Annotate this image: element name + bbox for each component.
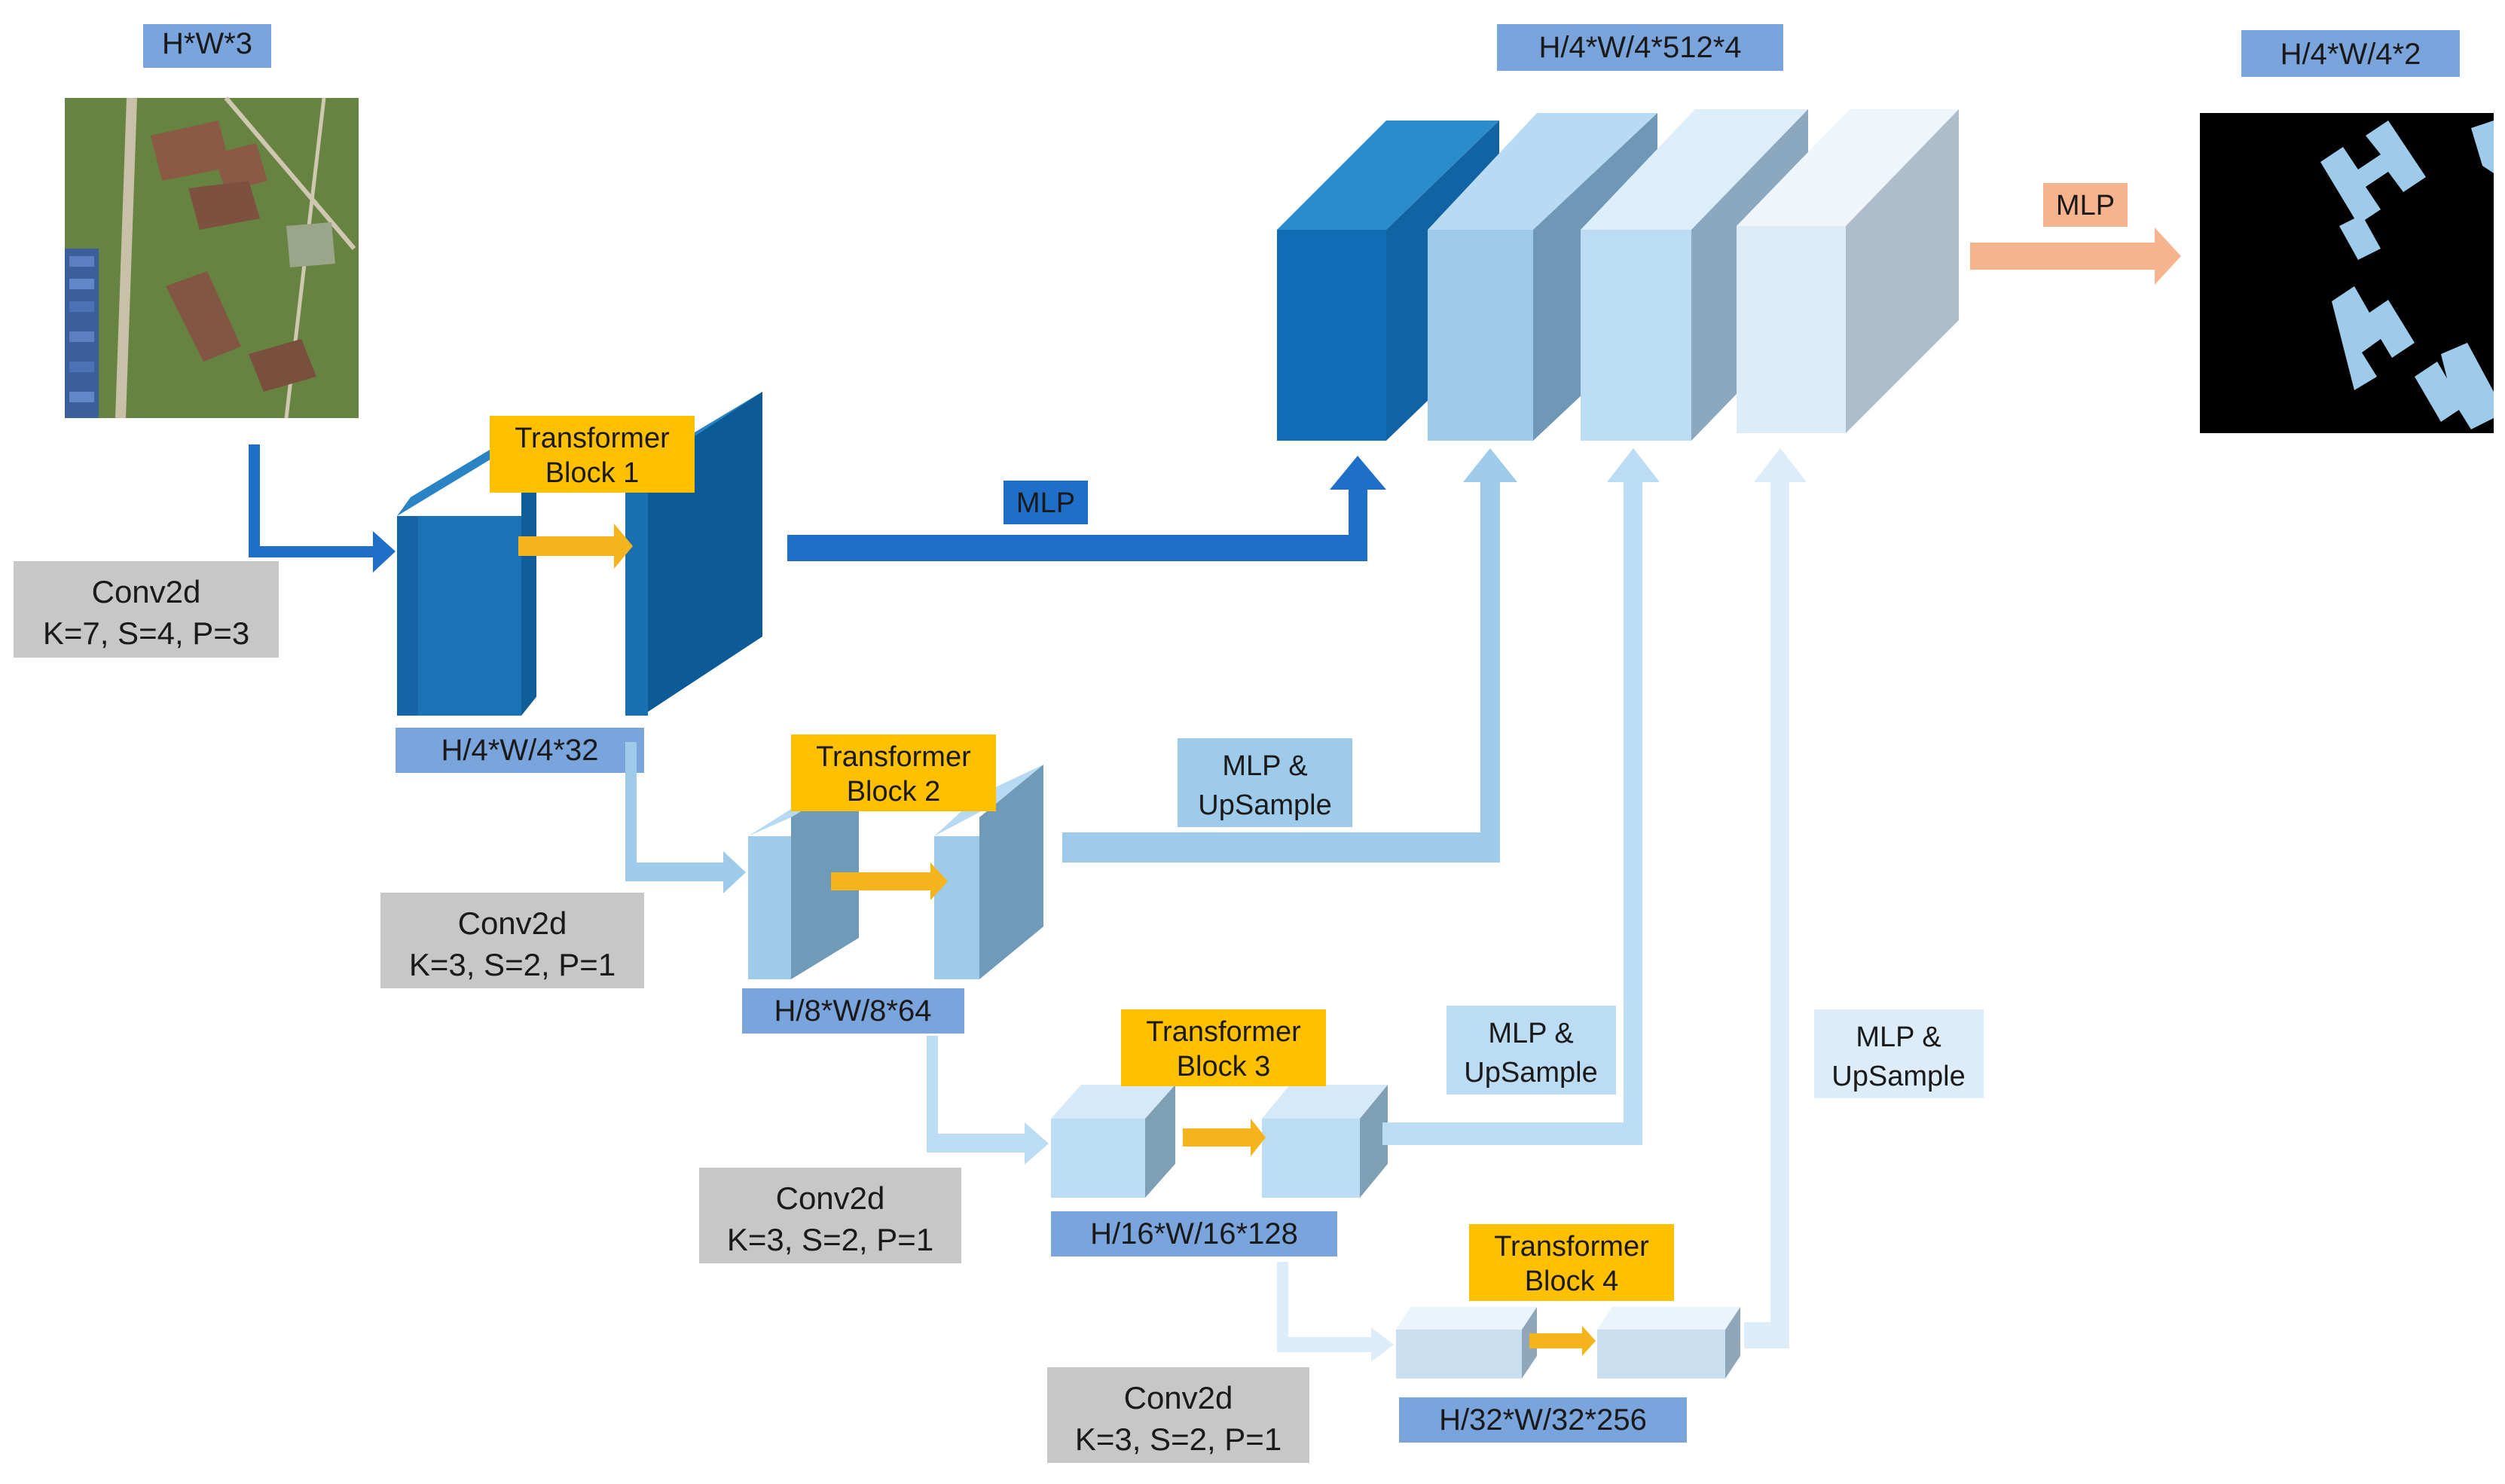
stage4-block-right (1597, 1307, 1740, 1379)
head-mlp-label: MLP (2056, 190, 2115, 221)
stage4-mlp-line1: MLP & (1856, 1021, 1941, 1053)
conv4-title: Conv2d (1124, 1380, 1233, 1415)
conv4-params: K=3, S=2, P=1 (1075, 1421, 1282, 1457)
stage4-input-arrow (1277, 1262, 1394, 1362)
stage4-mlp-line2: UpSample (1831, 1061, 1965, 1092)
conv4-label-bg (1047, 1367, 1309, 1463)
head-mlp-arrow (1970, 227, 2181, 285)
stage3-block-left (1051, 1085, 1175, 1198)
fused-shape-label-bg (1497, 24, 1783, 71)
input-aerial-image (65, 96, 359, 419)
transformer-block-1-line1: Transformer (515, 423, 670, 454)
stage4-shape-label: H/32*W/32*256 (1439, 1403, 1647, 1437)
stage3-input-arrow (927, 1036, 1049, 1165)
stage4-inner-arrow (1529, 1326, 1596, 1356)
stage3-inner-arrow (1183, 1119, 1266, 1156)
conv1-params: K=7, S=4, P=3 (43, 615, 249, 651)
transformer-block-4-line1: Transformer (1494, 1231, 1649, 1263)
stage4-shape-label-bg (1399, 1397, 1687, 1443)
transformer-block-3-line2: Block 3 (1177, 1051, 1271, 1082)
stage1-mlp-label-bg (1004, 481, 1088, 524)
stage1-inner-arrow (518, 524, 633, 569)
conv2-params: K=3, S=2, P=1 (409, 947, 616, 982)
conv2-title: Conv2d (458, 905, 567, 941)
output-segmentation-mask (2200, 113, 2494, 433)
stage2-input-arrow (625, 742, 746, 893)
stage3-block-right (1262, 1085, 1388, 1198)
transformer-block-2-line2: Block 2 (847, 776, 941, 808)
stage4-mlp-label-bg (1814, 1009, 1984, 1098)
transformer-block-3-bg (1121, 1009, 1326, 1086)
stage2-mlp-label-bg (1178, 738, 1352, 827)
stage2-mlp-line1: MLP & (1222, 750, 1307, 782)
conv1-label-bg (14, 561, 279, 658)
stage3-mlp-line2: UpSample (1464, 1057, 1597, 1089)
stage1-mlp-label: MLP (1016, 487, 1075, 519)
transformer-block-4-bg (1469, 1224, 1674, 1301)
fused-block-4 (1737, 109, 1959, 433)
stage2-mlp-line2: UpSample (1198, 789, 1331, 821)
stage4-block-left (1396, 1307, 1537, 1379)
output-shape-label-bg (2241, 30, 2460, 77)
conv3-label-bg (699, 1168, 961, 1263)
stage3-mlp-label-bg (1446, 1006, 1616, 1095)
stage3-mlp-line1: MLP & (1488, 1018, 1573, 1049)
transformer-block-3-line1: Transformer (1146, 1016, 1301, 1048)
conv1-title: Conv2d (92, 574, 201, 609)
input-shape-label: H*W*3 (162, 27, 252, 60)
fused-shape-label: H/4*W/4*512*4 (1538, 31, 1741, 64)
stage2-inner-arrow (831, 863, 948, 900)
stage3-shape-label: H/16*W/16*128 (1090, 1217, 1298, 1250)
transformer-block-1-line2: Block 1 (545, 457, 640, 489)
input-shape-label-bg (143, 24, 271, 68)
transformer-block-2-line1: Transformer (816, 741, 971, 773)
stage1-shape-label-bg (396, 728, 644, 773)
stage2-shape-label: H/8*W/8*64 (774, 994, 932, 1028)
stage3-mlp-arrow (1382, 448, 1660, 1145)
stage2-shape-label-bg (742, 988, 964, 1034)
stage1-shape-label: H/4*W/4*32 (441, 734, 599, 767)
stage3-shape-label-bg (1051, 1211, 1337, 1257)
input-arrow (249, 444, 396, 573)
head-mlp-label-bg (2043, 183, 2128, 227)
transformer-block-4-line2: Block 4 (1525, 1266, 1619, 1297)
transformer-block-2-bg (791, 734, 996, 811)
conv2-label-bg (380, 893, 644, 988)
conv3-params: K=3, S=2, P=1 (727, 1222, 933, 1257)
stage1-mlp-arrow (787, 456, 1386, 561)
output-shape-label: H/4*W/4*2 (2280, 38, 2421, 71)
stage4-mlp-arrow (1744, 448, 1807, 1348)
transformer-block-1-bg (490, 416, 695, 493)
conv3-title: Conv2d (776, 1180, 885, 1216)
